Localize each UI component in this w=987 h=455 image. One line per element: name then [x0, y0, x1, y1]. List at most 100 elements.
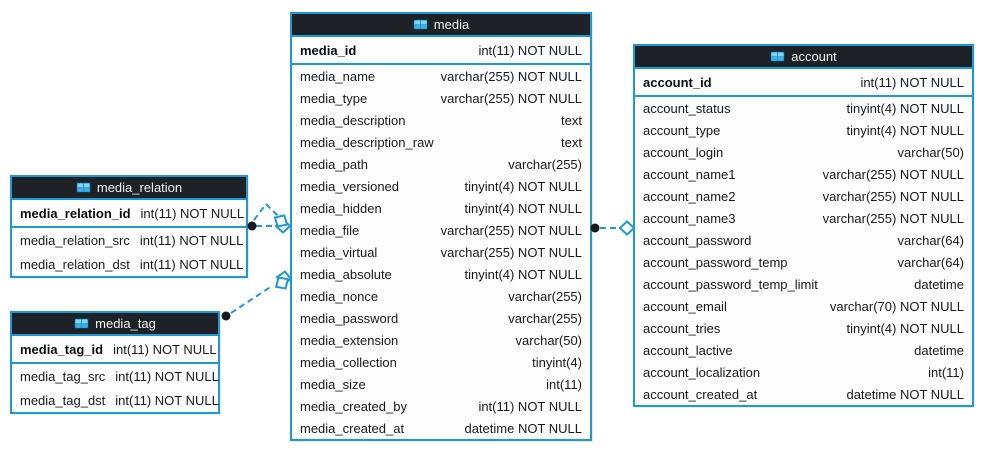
table-title: media	[433, 17, 470, 32]
column-name: media_created_at	[300, 420, 405, 436]
column-row: media_created_at datetime NOT NULL	[292, 417, 590, 439]
column-type: int(11) NOT NULL	[860, 74, 964, 90]
column-name: media_nonce	[300, 288, 379, 304]
table-account[interactable]: account account_id int(11) NOT NULL acco…	[633, 44, 974, 407]
column-type: tinyint(4)	[532, 354, 582, 370]
table-media-tag-columns: media_tag_src int(11) NOT NULL media_tag…	[12, 364, 219, 412]
column-type: varchar(70) NOT NULL	[829, 298, 964, 314]
column-name: media_description	[300, 112, 406, 128]
column-type: datetime	[914, 276, 964, 292]
table-media-tag[interactable]: media_tag media_tag_id int(11) NOT NULL …	[10, 311, 220, 414]
column-row: account_tries tinyint(4) NOT NULL	[635, 317, 972, 339]
column-name: media_name	[300, 68, 376, 84]
column-row: media_description text	[292, 109, 590, 131]
column-row: account_name2 varchar(255) NOT NULL	[635, 185, 972, 207]
column-type: int(11) NOT NULL	[140, 205, 245, 221]
relationship-media-tag-media[interactable]	[221, 270, 293, 321]
column-row: media_versioned tinyint(4) NOT NULL	[292, 175, 590, 197]
table-account-header[interactable]: account	[635, 46, 972, 69]
column-type: varchar(255) NOT NULL	[822, 166, 964, 182]
column-type: varchar(50)	[897, 144, 964, 160]
column-row: account_status tinyint(4) NOT NULL	[635, 97, 972, 119]
table-account-columns: account_status tinyint(4) NOT NULL accou…	[635, 97, 972, 405]
column-name: account_login	[643, 144, 724, 160]
column-row: media_collection tinyint(4)	[292, 351, 590, 373]
column-name: account_name2	[643, 188, 736, 204]
column-name: media_hidden	[300, 200, 382, 216]
relationship-media-relation-media-1[interactable]	[247, 218, 292, 234]
column-name: media_size	[300, 376, 366, 392]
cardinality-diamond	[618, 220, 636, 236]
column-type: varchar(64)	[897, 254, 964, 270]
column-type: text	[561, 112, 582, 128]
table-media-tag-header[interactable]: media_tag	[12, 313, 218, 336]
column-type: tinyint(4) NOT NULL	[846, 122, 964, 138]
column-row: media_size int(11)	[292, 373, 590, 395]
column-name: media_created_by	[300, 398, 407, 414]
table-title: media_relation	[96, 180, 183, 195]
column-row: media_password varchar(255)	[292, 307, 590, 329]
column-type: varchar(255) NOT NULL	[440, 90, 582, 106]
column-name: account_email	[643, 298, 727, 314]
column-type: int(11) NOT NULL	[139, 256, 244, 272]
table-media-relation-header[interactable]: media_relation	[12, 177, 246, 200]
column-name: account_created_at	[643, 386, 758, 402]
column-type: varchar(255) NOT NULL	[440, 68, 582, 84]
table-title: account	[791, 49, 837, 64]
column-type: varchar(64)	[897, 232, 964, 248]
column-type: datetime NOT NULL	[464, 420, 582, 436]
column-type: tinyint(4) NOT NULL	[846, 320, 964, 336]
column-row: media_type varchar(255) NOT NULL	[292, 87, 590, 109]
table-media[interactable]: media media_id int(11) NOT NULL media_na…	[290, 12, 592, 441]
column-type: int(11) NOT NULL	[139, 232, 244, 248]
column-row: account_password_temp_limit datetime	[635, 273, 972, 295]
column-name: account_type	[643, 122, 721, 138]
column-row: media_name varchar(255) NOT NULL	[292, 65, 590, 87]
column-name: account_password_temp	[643, 254, 788, 270]
column-name: media_tag_src	[20, 368, 106, 384]
column-row: media_nonce varchar(255)	[292, 285, 590, 307]
cardinality-diamond	[274, 276, 290, 290]
column-name: account_password	[643, 232, 752, 248]
table-icon	[75, 182, 91, 193]
table-icon	[412, 19, 428, 30]
column-row: media_hidden tinyint(4) NOT NULL	[292, 197, 590, 219]
column-name: media_extension	[300, 332, 399, 348]
column-row: media_file varchar(255) NOT NULL	[292, 219, 590, 241]
column-type: int(11) NOT NULL	[478, 42, 582, 58]
column-row: media_tag_dst int(11) NOT NULL	[12, 388, 219, 412]
table-title: media_tag	[95, 316, 156, 331]
column-row: account_email varchar(70) NOT NULL	[635, 295, 972, 317]
column-row: account_localization int(11)	[635, 361, 972, 383]
table-media-header[interactable]: media	[292, 14, 590, 37]
relationship-media-relation-media-2[interactable]	[253, 202, 290, 230]
column-name: media_tag_id	[20, 341, 104, 357]
table-media-relation-pk-section: media_relation_id int(11) NOT NULL	[12, 200, 246, 228]
column-row: media_path varchar(255)	[292, 153, 590, 175]
column-row-pk: media_id int(11) NOT NULL	[292, 37, 590, 63]
column-row: account_password_temp varchar(64)	[635, 251, 972, 273]
column-type: datetime NOT NULL	[846, 386, 964, 402]
column-name: media_collection	[300, 354, 397, 370]
column-name: media_versioned	[300, 178, 400, 194]
column-name: account_tries	[643, 320, 721, 336]
column-type: tinyint(4) NOT NULL	[464, 178, 582, 194]
column-row: media_relation_dst int(11) NOT NULL	[12, 252, 246, 276]
column-type: int(11) NOT NULL	[113, 341, 217, 357]
column-row: account_type tinyint(4) NOT NULL	[635, 119, 972, 141]
relationship-media-account[interactable]	[590, 220, 636, 236]
column-type: int(11)	[546, 376, 582, 392]
column-row: media_absolute tinyint(4) NOT NULL	[292, 263, 590, 285]
column-name: media_relation_src	[20, 232, 130, 248]
table-media-relation[interactable]: media_relation media_relation_id int(11)…	[10, 175, 248, 278]
column-row: media_tag_src int(11) NOT NULL	[12, 364, 219, 388]
column-name: media_absolute	[300, 266, 392, 282]
table-media-relation-columns: media_relation_src int(11) NOT NULL medi…	[12, 228, 246, 276]
column-type: varchar(255)	[508, 310, 582, 326]
column-name: account_id	[643, 74, 712, 90]
column-name: media_description_raw	[300, 134, 434, 150]
column-row: account_login varchar(50)	[635, 141, 972, 163]
column-name: account_lactive	[643, 342, 733, 358]
column-row: media_virtual varchar(255) NOT NULL	[292, 241, 590, 263]
column-type: varchar(255)	[508, 156, 582, 172]
